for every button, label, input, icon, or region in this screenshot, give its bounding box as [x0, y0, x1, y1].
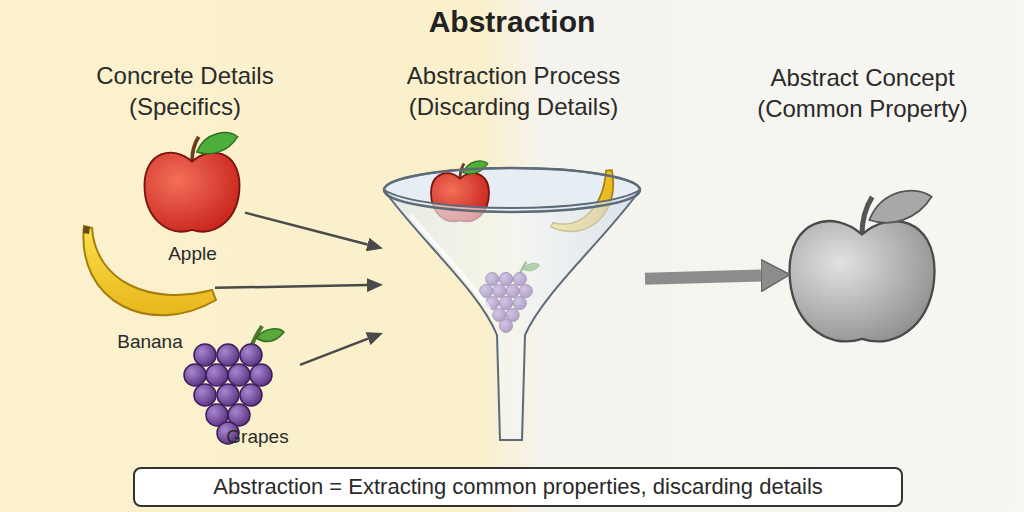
node-text: Abstraction Process (Discarding Details) — [374, 60, 654, 122]
apple-drawing — [145, 133, 240, 232]
node-text: Abstraction = Extracting common properti… — [135, 469, 901, 505]
flow-arrow — [645, 275, 761, 278]
abstract-apple-drawing — [790, 191, 935, 342]
funnel-process: Abstraction Process (Discarding Details) — [382, 165, 645, 400]
abstract-concept: Abstract Concept (Common Property) — [790, 190, 935, 355]
fruit-item: Banana — [85, 225, 215, 353]
node-text: Abstract Concept (Common Property) — [728, 62, 998, 124]
fruit-item: Grapes — [175, 330, 300, 448]
banana-drawing — [83, 226, 216, 315]
node-text: Banana — [85, 330, 215, 355]
node-text: Grapes — [195, 425, 320, 450]
flow-arrow — [300, 339, 368, 365]
node-text: Apple — [140, 242, 245, 267]
flow-arrow — [215, 285, 367, 288]
diagram-title: Abstraction — [0, 2, 1024, 42]
funnel-drawing — [384, 158, 640, 440]
fruit-item: Apple — [140, 130, 245, 268]
definition-box: Abstraction = Extracting common properti… — [133, 467, 903, 507]
flow-arrow — [245, 213, 367, 245]
column-heading: Concrete Details (Specifics) — [65, 60, 305, 122]
